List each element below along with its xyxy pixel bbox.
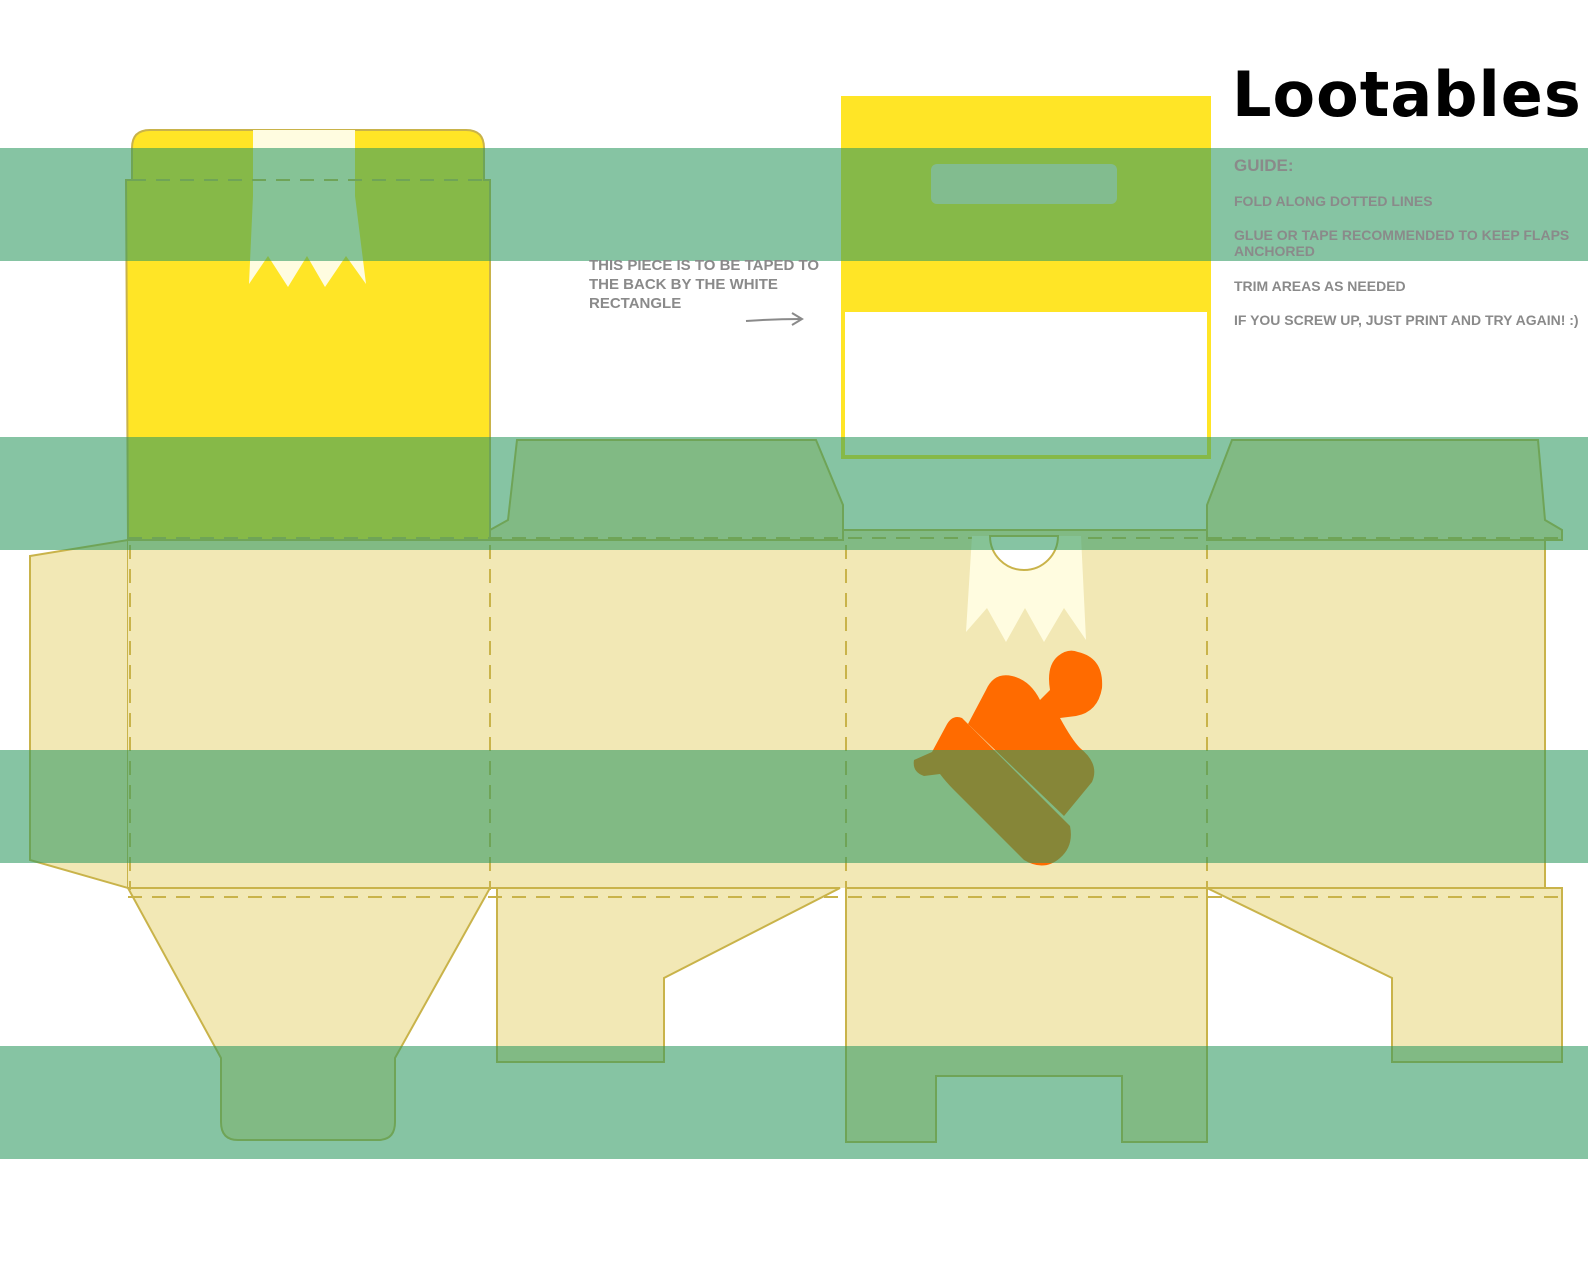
panel3-white-tab [966,536,1086,642]
guide-title: GUIDE: [1234,156,1294,175]
stripe-3 [0,750,1588,863]
tape-instruction: THIS PIECE IS TO BE TAPED TO THE BACK BY… [589,257,820,312]
stripes [0,148,1588,1159]
stripe-1 [0,148,1588,261]
bottom-flap-2 [490,887,841,1063]
guide-item-retry: IF YOU SCREW UP, JUST PRINT AND TRY AGAI… [1234,312,1579,328]
guide-item-trim: TRIM AREAS AS NEEDED [1234,278,1406,294]
arrow-right-icon [745,312,804,326]
handle-white-rect [841,308,1211,459]
stripe-2 [0,437,1588,550]
lootables-logo: Lootables [1232,58,1582,131]
stripe-4 [0,1046,1588,1159]
guide-item-fold: FOLD ALONG DOTTED LINES [1234,193,1433,209]
guide-item-glue: GLUE OR TAPE RECOMMENDED TO KEEP FLAPS A… [1234,227,1570,259]
bottom-flap-4 [1206,887,1563,1063]
